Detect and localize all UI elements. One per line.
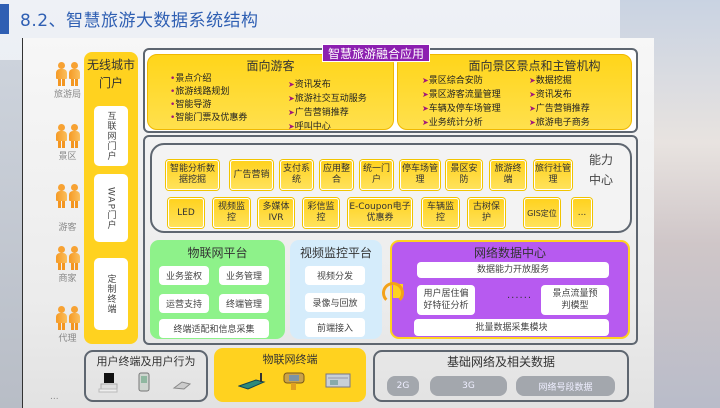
user-scenic-area: 景区 [40,124,95,162]
data-center-open-service: 数据能力开放服务 [417,262,609,278]
portal-wap: WAP门户 [94,174,128,242]
iot-terminal-box: 物联网终端 [214,348,366,402]
ability-chip: 古树保护 [468,198,505,228]
ability-chip: GIS定位 [524,198,560,228]
ability-chip: 视频监控 [213,198,250,228]
iot-platform-title: 物联网平台 [187,246,248,260]
data-center-model-right: 景点流量预判模型 [541,285,609,315]
people-icon [40,62,95,86]
video-chip: 视频分发 [305,266,365,285]
sensor-meter-icon [282,370,306,396]
middle-layer [143,135,638,345]
network-chip-2g: 2G [387,376,419,396]
people-icon [40,246,95,270]
iot-chip: 业务管理 [219,266,269,285]
data-center-model-left: 用户居住偏好特征分析 [417,285,475,315]
user-label: 游客 [58,223,77,233]
desktop-computer-icon [98,372,120,398]
tourist-list-right: ➤资讯发布 ➤旅游社交互动服务 ➤广告营销推荐 ➤呼叫中心 [288,80,367,132]
user-label: 旅游局 [53,90,81,100]
people-icon [40,306,95,330]
ability-chip: LED [168,198,204,228]
data-center-dots: ...... [507,290,533,301]
ability-chip: 应用整合 [320,160,353,190]
video-monitoring-platform: 视频监控平台 视频分发 录像与回放 前端接入 [290,240,382,339]
data-center-batch-collect: 批量数据采集模块 [414,319,609,336]
ability-chip: ... [572,198,592,228]
tourist-card-title: 面向游客 [246,59,295,73]
ability-chip: 旅行社管理 [534,160,572,190]
portal-custom-terminal: 定制终端 [94,258,128,330]
wireless-city-portal: 无线城市 门户 互联网门户 WAP门户 定制终端 [84,52,138,344]
ability-chip: 景区安防 [446,160,482,190]
telephone-icon [172,376,192,395]
ability-chip: E-Coupon电子优惠券 [348,198,412,228]
portal-internet: 互联网门户 [94,106,128,166]
people-icon [40,184,95,208]
ability-chip: 支付系统 [280,160,313,190]
scenic-app-card: 面向景区景点和主管机构 ➤景区综合安防 ➤景区游客流量管理 ➤车辆及停车场管理 … [397,54,632,130]
scenic-card-title: 面向景区景点和主管机构 [468,59,601,73]
background-left-strip [0,60,22,408]
tourist-app-card: 面向游客 •景点介绍 •旅游线路规划 •智能导游 •智能门票及优惠券 ➤资讯发布… [147,54,394,132]
network-chip-3g: 3G [430,376,507,396]
ability-chip: 停车场管理 [400,160,440,190]
iot-platform: 物联网平台 业务鉴权 业务管理 运营支持 终端管理 终端适配和信息采集 [150,240,285,339]
connector-ring-icon [382,282,404,304]
ability-chip: 旅游终端 [490,160,526,190]
ability-chip: 车辆监控 [422,198,459,228]
user-agent: 代理 [40,306,95,344]
iot-chip: 终端管理 [219,294,269,313]
scenic-list-right: ➤数据挖掘 ➤资讯发布 ➤广告营销推荐 ➤旅游电子商务 [529,76,590,128]
ability-chip: 智能分析数据挖掘 [166,160,219,190]
portal-title-line2: 门户 [98,76,123,90]
portal-title-line1: 无线城市 [86,58,135,72]
ability-chip: 彩信监控 [303,198,339,228]
data-center-title: 网络数据中心 [473,246,546,260]
user-label: 商家 [58,274,77,284]
user-tourist: 游客 [40,184,95,233]
video-chip: 录像与回放 [305,293,365,312]
video-chip: 前端接入 [305,318,365,337]
camera-device-icon [324,370,352,394]
ability-chip: 统一门户 [360,160,393,190]
user-terminal-box: 用户终端及用户行为 [84,350,208,402]
scenic-list-left: ➤景区综合安防 ➤景区游客流量管理 ➤车辆及停车场管理 ➤业务统计分析 [422,76,501,128]
video-platform-title: 视频监控平台 [299,246,372,260]
user-terminal-title: 用户终端及用户行为 [96,355,196,368]
base-network-box: 基础网络及相关数据 2G 3G 网络号段数据 [373,350,629,402]
user-label: 景区 [58,152,77,162]
base-network-title: 基础网络及相关数据 [446,355,555,369]
application-badge: 智慧旅游融合应用 [322,44,431,62]
ability-chip: 广告营销 [230,160,273,190]
modem-device-icon [237,372,266,394]
user-tourism-bureau: 旅游局 [40,62,95,100]
tourist-list-left: •景点介绍 •旅游线路规划 •智能导游 •智能门票及优惠券 [170,74,248,123]
iot-chip: 终端适配和信息采集 [159,319,269,338]
people-icon [40,124,95,148]
iot-chip: 运营支持 [159,294,209,313]
network-data-center: 网络数据中心 数据能力开放服务 用户居住偏好特征分析 ...... 景点流量预判… [390,240,630,339]
iot-chip: 业务鉴权 [159,266,209,285]
title-accent-bar [0,4,9,34]
user-label: 代理 [58,334,77,344]
ability-center-label: 能力 中心 [588,153,613,187]
iot-terminal-title: 物联网终端 [262,353,318,366]
page-title: 8.2、智慧旅游大数据系统结构 [20,11,259,31]
ability-chip: 多媒体IVR [258,198,294,228]
network-chip-segment-data: 网络号段数据 [516,376,615,396]
user-merchant: 商家 [40,246,95,284]
pda-device-icon [138,372,150,396]
users-more: ... [50,392,59,402]
